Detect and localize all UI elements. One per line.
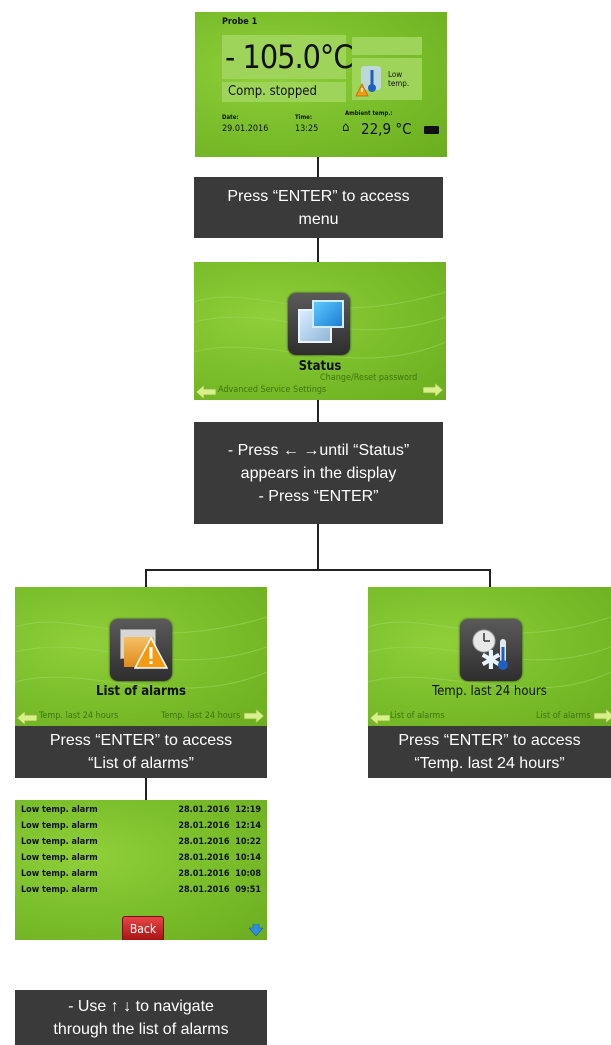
status-label: Status: [298, 359, 342, 374]
table-row[interactable]: Low temp. alarm 28.01.2016 09:51: [21, 885, 261, 897]
scroll-down-icon[interactable]: [249, 924, 263, 936]
status-menu-screen: Status Advanced Service Settings Change/…: [194, 262, 446, 400]
alarm-list-screen: Low temp. alarm 28.01.2016 12:19 Low tem…: [15, 800, 267, 940]
step-enter-temp-last-24-hours: Press “ENTER” to access “Temp. last 24 h…: [368, 726, 611, 778]
list-of-alarms-icon[interactable]: [110, 619, 172, 681]
connector-4: [317, 524, 319, 570]
list-of-alarms-screen: List of alarms Temp. last 24 hours Temp.…: [15, 587, 267, 727]
time-value: 13:25: [295, 124, 319, 134]
temp-last-24-hours-icon[interactable]: ✱: [460, 619, 522, 681]
left-arrow-icon[interactable]: [195, 384, 217, 400]
compressor-status: Comp. stopped: [228, 84, 317, 99]
connector-branch: [145, 569, 491, 571]
nav-right-text: List of alarms: [536, 711, 591, 721]
alarm-name: Low temp. alarm: [21, 821, 98, 831]
left-arrow-icon[interactable]: [369, 710, 391, 726]
step1-line1: Press “ENTER” to access: [227, 187, 410, 205]
low-temp-alarm-icon: [355, 66, 381, 97]
status-panel-top: [352, 37, 422, 55]
main-display-screen: Probe 1 - 105.0°C Comp. stopped Low temp…: [195, 12, 447, 157]
right-arrow-icon[interactable]: [422, 382, 444, 398]
list-of-alarms-label: List of alarms: [96, 684, 186, 699]
battery-icon: [424, 126, 439, 134]
alarm-name: Low temp. alarm: [21, 869, 98, 879]
connector-7: [145, 778, 147, 800]
ambient-label: Ambient temp.:: [345, 110, 393, 117]
step4-line1: - Use ↑ ↓ to navigate: [68, 997, 214, 1015]
alarm-time: 09:51: [235, 885, 261, 895]
step3a-line2: “List of alarms”: [88, 755, 194, 772]
ambient-value: 22,9 °C: [361, 120, 412, 138]
alarm-date: 28.01.2016: [178, 821, 230, 831]
step-navigate-alarms: - Use ↑ ↓ to navigate through the list o…: [15, 990, 267, 1045]
step2-line2: appears in the display: [240, 464, 397, 482]
alarm-time: 12:14: [235, 821, 261, 831]
alarm-date: 28.01.2016: [178, 837, 230, 847]
step2-line1: - Press ← →until “Status”: [227, 441, 410, 459]
table-row[interactable]: Low temp. alarm 28.01.2016 10:22: [21, 837, 261, 849]
nav-left-text: Temp. last 24 hours: [39, 711, 119, 721]
alarm-time: 10:22: [235, 837, 261, 847]
table-row[interactable]: Low temp. alarm 28.01.2016 10:14: [21, 853, 261, 865]
table-row[interactable]: Low temp. alarm 28.01.2016 12:14: [21, 821, 261, 833]
connector-2: [317, 238, 319, 262]
date-label: Date:: [222, 114, 239, 121]
svg-text:✱: ✱: [480, 646, 502, 675]
time-label: Time:: [295, 114, 312, 121]
home-icon: ⌂: [342, 120, 350, 135]
connector-3: [317, 400, 319, 422]
temperature-panel: [222, 35, 346, 79]
alarm-name: Low temp. alarm: [21, 837, 98, 847]
connector-left-down: [145, 569, 147, 587]
step3a-line1: Press “ENTER” to access: [49, 732, 233, 749]
step-enter-menu: Press “ENTER” to access menu: [194, 177, 443, 238]
right-arrow-icon[interactable]: [243, 708, 265, 724]
alarm-text: Low temp.: [388, 70, 410, 88]
alarm-name: Low temp. alarm: [21, 853, 98, 863]
step-select-status: - Press ← →until “Status” appears in the…: [194, 422, 443, 524]
alarm-name: Low temp. alarm: [21, 805, 98, 815]
temp-last-24-hours-screen: ✱ Temp. last 24 hours List of alarms Lis…: [368, 587, 611, 727]
nav-right-text: Change/Reset password: [320, 373, 418, 383]
step2-line3: - Press “ENTER”: [258, 487, 379, 505]
nav-left-text: List of alarms: [390, 711, 445, 721]
status-icon[interactable]: [288, 293, 350, 355]
left-arrow-icon[interactable]: [16, 710, 38, 726]
compressor-panel: [222, 82, 346, 102]
temperature-value: - 105.0°C: [225, 38, 353, 76]
connector-1: [317, 155, 319, 177]
date-value: 29.01.2016: [222, 124, 269, 134]
step3b-line2: “Temp. last 24 hours”: [414, 755, 565, 772]
alarm-time: 12:19: [235, 805, 261, 815]
table-row[interactable]: Low temp. alarm 28.01.2016 10:08: [21, 869, 261, 881]
step1-line2: menu: [298, 210, 339, 228]
alarm-date: 28.01.2016: [178, 869, 230, 879]
temp-last-24-hours-label: Temp. last 24 hours: [432, 684, 547, 699]
probe-label: Probe 1: [222, 17, 258, 27]
table-row[interactable]: Low temp. alarm 28.01.2016 12:19: [21, 805, 261, 817]
alarm-name: Low temp. alarm: [21, 885, 98, 895]
alarm-date: 28.01.2016: [178, 885, 230, 895]
step4-line2: through the list of alarms: [53, 1020, 229, 1038]
step3b-line1: Press “ENTER” to access: [398, 732, 581, 749]
alarm-time: 10:14: [235, 853, 261, 863]
alarm-date: 28.01.2016: [178, 805, 230, 815]
alarm-time: 10:08: [235, 869, 261, 879]
step-enter-list-of-alarms: Press “ENTER” to access “List of alarms”: [15, 726, 267, 778]
nav-left-text: Advanced Service Settings: [218, 385, 327, 395]
right-arrow-icon[interactable]: [593, 708, 611, 724]
connector-right-down: [489, 569, 491, 587]
nav-right-text: Temp. last 24 hours: [161, 711, 241, 721]
alarm-date: 28.01.2016: [178, 853, 230, 863]
back-button[interactable]: Back: [122, 916, 164, 940]
